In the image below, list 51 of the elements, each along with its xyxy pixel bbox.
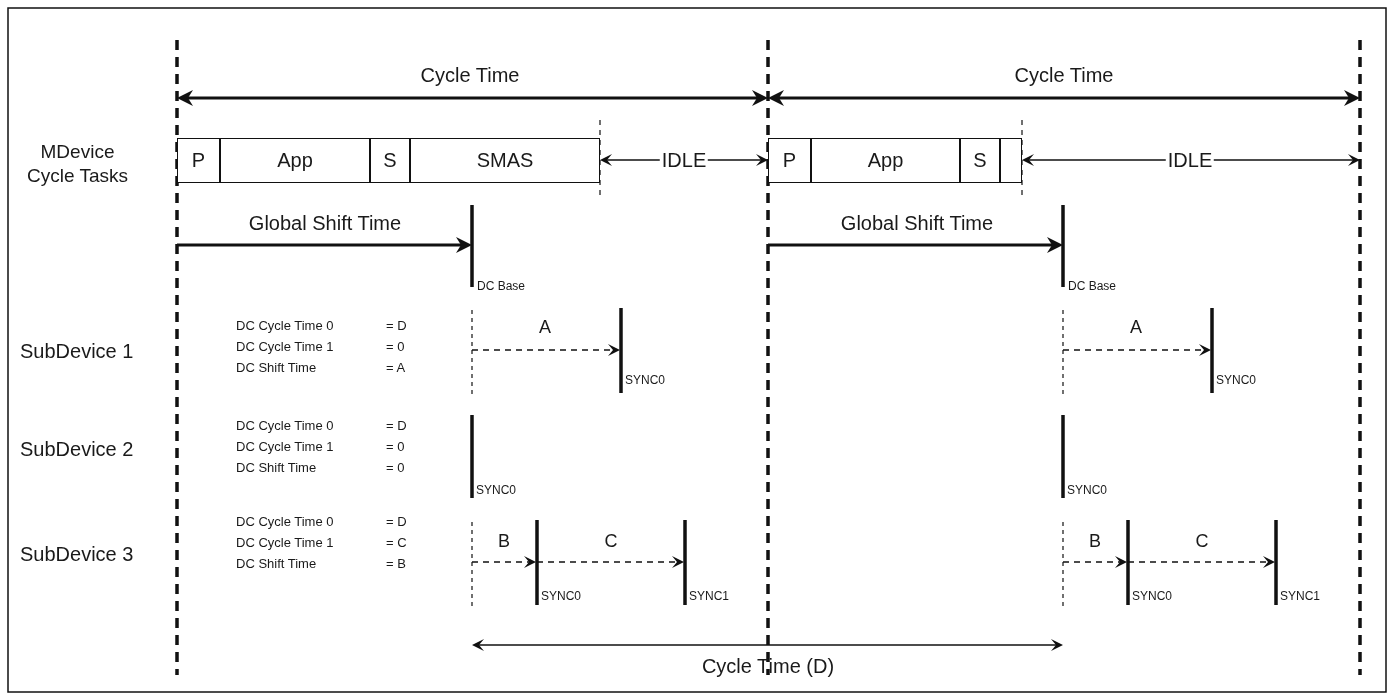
parameter-value: = C [386,536,407,551]
dimension-label: A [1130,318,1142,338]
task-box: S [960,138,1000,183]
signal-label: SYNC0 [476,484,516,498]
parameter-name: DC Cycle Time 0 [236,419,334,434]
task-box: P [768,138,811,183]
dimension-label: Cycle Time [1014,64,1114,86]
dimension-label: C [604,532,618,552]
row-label: MDevice Cycle Tasks [26,140,129,188]
parameter-value: = 0 [386,340,405,355]
parameter-value: = 0 [386,440,405,455]
parameter-value: = D [386,319,407,334]
parameter-name: DC Cycle Time 1 [236,340,334,355]
signal-label: SYNC1 [1280,590,1320,604]
parameter-name: DC Cycle Time 1 [236,440,334,455]
task-box [1000,138,1022,183]
task-box: App [811,138,960,183]
parameter-value: = D [386,419,407,434]
signal-label: SYNC0 [625,374,665,388]
signal-label: SYNC0 [541,590,581,604]
parameter-name: DC Cycle Time 1 [236,536,334,551]
signal-label: SYNC1 [689,590,729,604]
row-label: SubDevice 3 [20,543,134,565]
dimension-label: B [1089,532,1101,552]
signal-label: SYNC0 [1216,374,1256,388]
parameter-name: DC Shift Time [236,461,317,476]
parameter-value: = B [386,557,406,572]
dimension-label: Cycle Time (D) [701,655,835,677]
task-box: App [220,138,370,183]
dimension-label: Global Shift Time [840,212,994,234]
marker-label: DC Base [1068,280,1117,294]
dimension-label: Cycle Time [420,64,520,86]
marker-label: DC Base [477,280,526,294]
dimension-label: B [498,532,510,552]
parameter-name: DC Shift Time [236,361,317,376]
signal-label: SYNC0 [1067,484,1107,498]
parameter-name: DC Shift Time [236,557,317,572]
parameter-value: = A [386,361,406,376]
task-box: SMAS [410,138,600,183]
signal-label: SYNC0 [1132,590,1172,604]
dimension-label: Global Shift Time [248,212,402,234]
row-label: SubDevice 1 [20,340,134,362]
parameter-value: = 0 [386,461,405,476]
task-box: P [177,138,220,183]
task-box: S [370,138,410,183]
parameter-name: DC Cycle Time 0 [236,515,334,530]
parameter-value: = D [386,515,407,530]
dimension-label: C [1195,532,1209,552]
dimension-label: A [539,318,551,338]
row-label: SubDevice 2 [20,438,134,460]
parameter-name: DC Cycle Time 0 [236,319,334,334]
